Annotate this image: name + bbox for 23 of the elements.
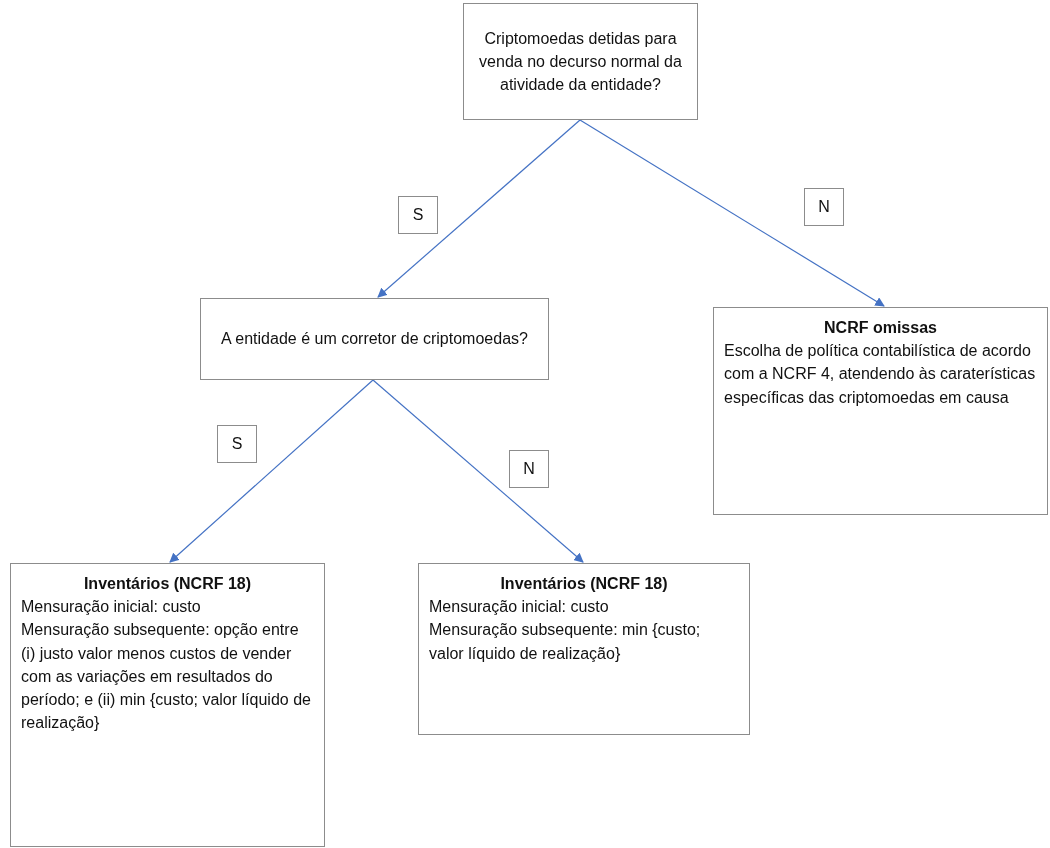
outcome-text: Escolha de política contabilística de acordo com a NCRF 4, atendendo às caraterísticas específicas das criptomoedas em causa: [724, 341, 1037, 408]
outcome-box: [713, 307, 1048, 515]
arrow: [372, 379, 584, 563]
decision-box: [200, 298, 549, 380]
outcome-heading: Inventários (NCRF 18): [82, 574, 253, 594]
arrow: [169, 379, 374, 563]
question-text: A entidade é um corretor de criptomoedas?: [220, 329, 529, 350]
outcome-text: Mensuração inicial: custo: [429, 597, 610, 618]
outcome-box: [418, 563, 750, 735]
edge-label: S: [398, 196, 438, 234]
edge-label: S: [217, 425, 257, 463]
question-text: Criptomoedas detidas para venda no decurso normal da atividade da entidade?: [478, 28, 683, 96]
outcome-text: Mensuração subsequente: min {custo; valor líquido de realização}: [429, 620, 702, 664]
outcome-text: Mensuração inicial: custo: [21, 597, 202, 618]
outcome-box: [10, 563, 325, 847]
arrow: [377, 119, 581, 298]
arrow: [579, 119, 885, 307]
outcome-heading: NCRF omissas: [823, 318, 938, 338]
decision-box: [463, 3, 698, 120]
edge-label: N: [509, 450, 549, 488]
outcome-text: Mensuração subsequente: opção entre (i) justo valor menos custos de vender com as variações em resultados do período; e (ii) min {custo; valor líquido de realização}: [21, 620, 312, 734]
outcome-heading: Inventários (NCRF 18): [499, 574, 669, 594]
edge-label: N: [804, 188, 844, 226]
